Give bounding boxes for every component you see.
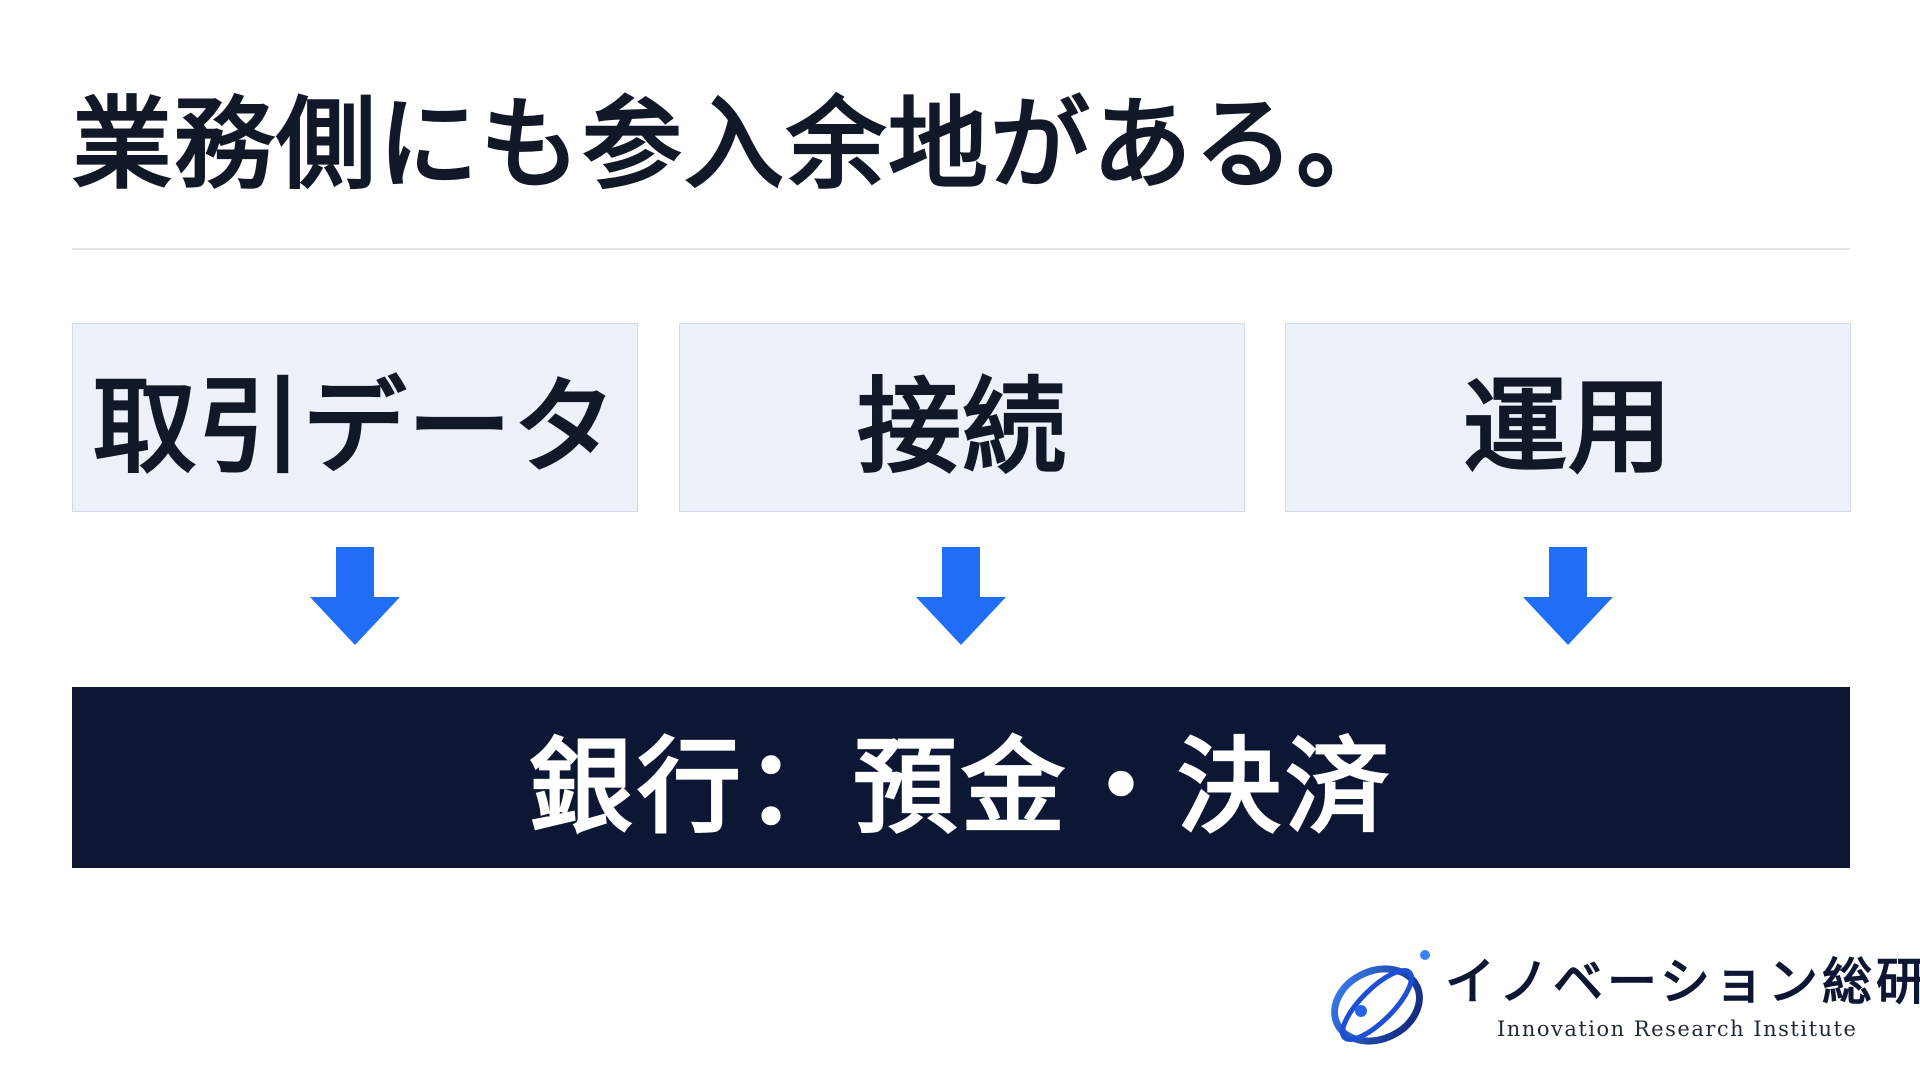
input-box-connection: 接続 (679, 323, 1245, 512)
page-title: 業務側にも参入余地がある。 (72, 86, 1398, 203)
down-arrow-icon (310, 547, 400, 645)
input-box-label: 接続 (856, 366, 1067, 488)
title-divider (72, 248, 1850, 250)
input-box-label: 取引データ (92, 366, 618, 488)
bank-target-label: 銀行：預金・決済 (528, 726, 1393, 848)
company-logo: イノベーション総研 Innovation Research Institute (1325, 945, 1920, 1055)
logo-name-jp: イノベーション総研 (1445, 952, 1920, 1011)
logo-name-en: Innovation Research Institute (1497, 1017, 1858, 1041)
down-arrow-icon (916, 547, 1006, 645)
input-box-label: 運用 (1462, 366, 1673, 488)
orbit-logo-icon (1331, 950, 1430, 1045)
input-box-transaction-data: 取引データ (72, 323, 638, 512)
bank-target-box: 銀行：預金・決済 (72, 687, 1850, 868)
input-box-operation: 運用 (1285, 323, 1851, 512)
down-arrow-icon (1523, 547, 1613, 645)
